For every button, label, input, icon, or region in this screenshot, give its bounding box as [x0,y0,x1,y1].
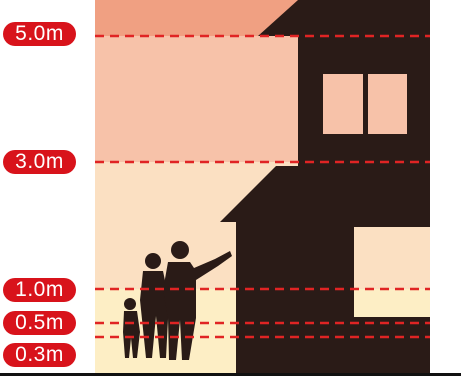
level-label-3m: 3.0m [3,150,76,174]
lower-window [354,227,430,317]
level-label-5m: 5.0m [3,22,76,46]
level-label-0-3m: 0.3m [3,343,76,367]
level-label-0-5m: 0.5m [3,311,76,335]
level-label-1m: 1.0m [3,278,76,302]
upper-window [323,74,407,134]
